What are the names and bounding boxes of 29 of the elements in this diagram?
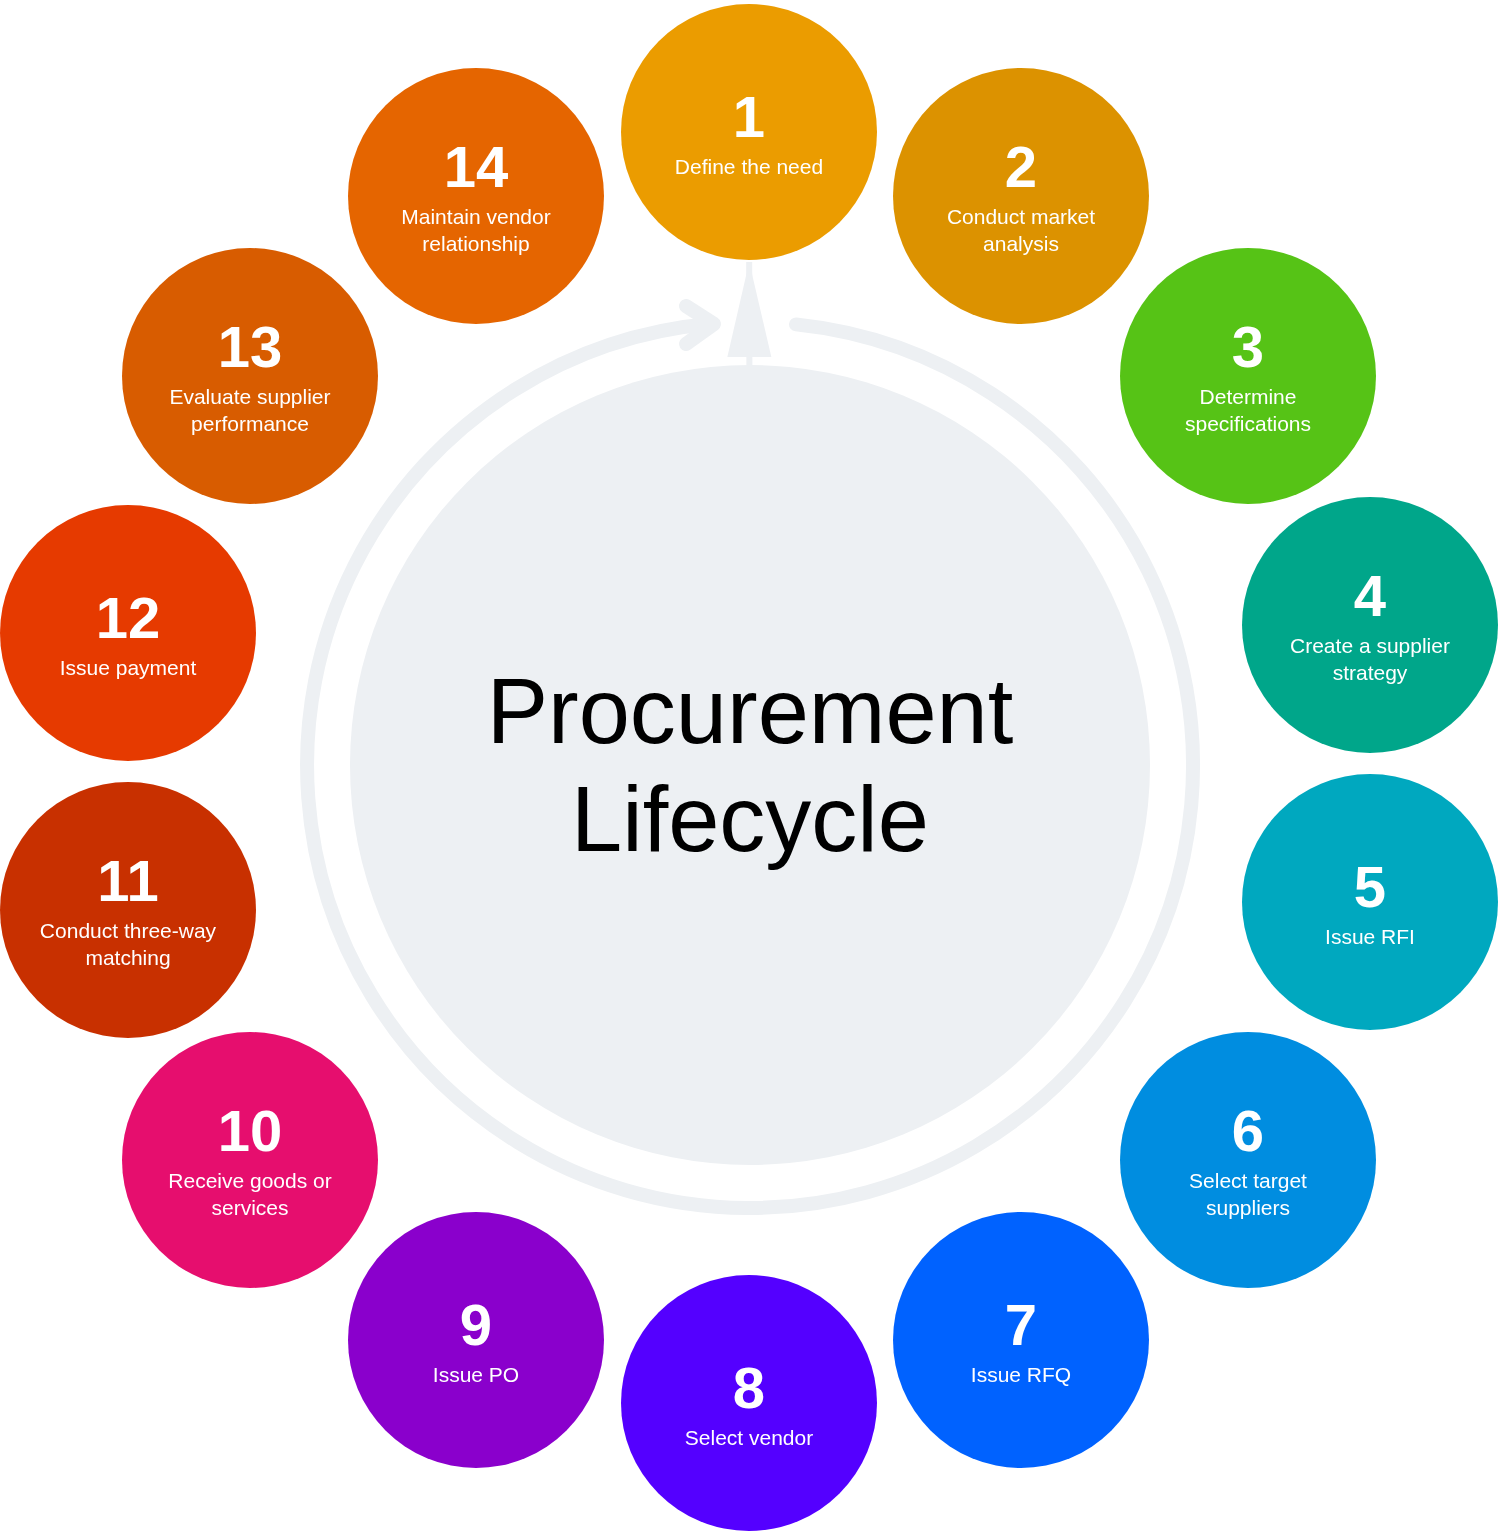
center-title: Procurement Lifecycle bbox=[485, 659, 1015, 872]
step-number: 7 bbox=[1004, 1292, 1038, 1357]
step-number: 13 bbox=[217, 315, 283, 379]
step-number: 12 bbox=[95, 585, 161, 650]
step-label: Issue PO bbox=[431, 1361, 521, 1388]
step-label: Receive goods or services bbox=[167, 1168, 333, 1221]
step-label: Issue payment bbox=[58, 654, 198, 681]
step-number: 5 bbox=[1353, 854, 1387, 919]
step-label: Evaluate supplier performance bbox=[168, 384, 332, 437]
step-label: Issue RFI bbox=[1324, 923, 1416, 950]
step-label: Issue RFQ bbox=[969, 1361, 1073, 1388]
step-number: 11 bbox=[97, 849, 159, 913]
step-number: 3 bbox=[1231, 315, 1265, 379]
step-number: 8 bbox=[732, 1355, 766, 1420]
step-label: Define the need bbox=[673, 153, 825, 180]
step-label: Maintain vendor relationship bbox=[400, 204, 552, 257]
step-number: 1 bbox=[732, 84, 766, 149]
step-number: 2 bbox=[1004, 135, 1038, 199]
step-number: 10 bbox=[217, 1099, 283, 1163]
step-label: Conduct market analysis bbox=[945, 204, 1097, 257]
step-label: Create a supplier strategy bbox=[1289, 633, 1451, 686]
step-number: 9 bbox=[459, 1292, 493, 1357]
step-label: Conduct three-way matching bbox=[38, 918, 218, 971]
step-label: Select vendor bbox=[683, 1424, 815, 1451]
step-number: 14 bbox=[443, 135, 509, 199]
step-label: Determine specifications bbox=[1183, 384, 1313, 437]
step-label: Select target suppliers bbox=[1188, 1168, 1308, 1221]
step-number: 4 bbox=[1353, 564, 1387, 628]
step-number: 6 bbox=[1231, 1099, 1265, 1163]
